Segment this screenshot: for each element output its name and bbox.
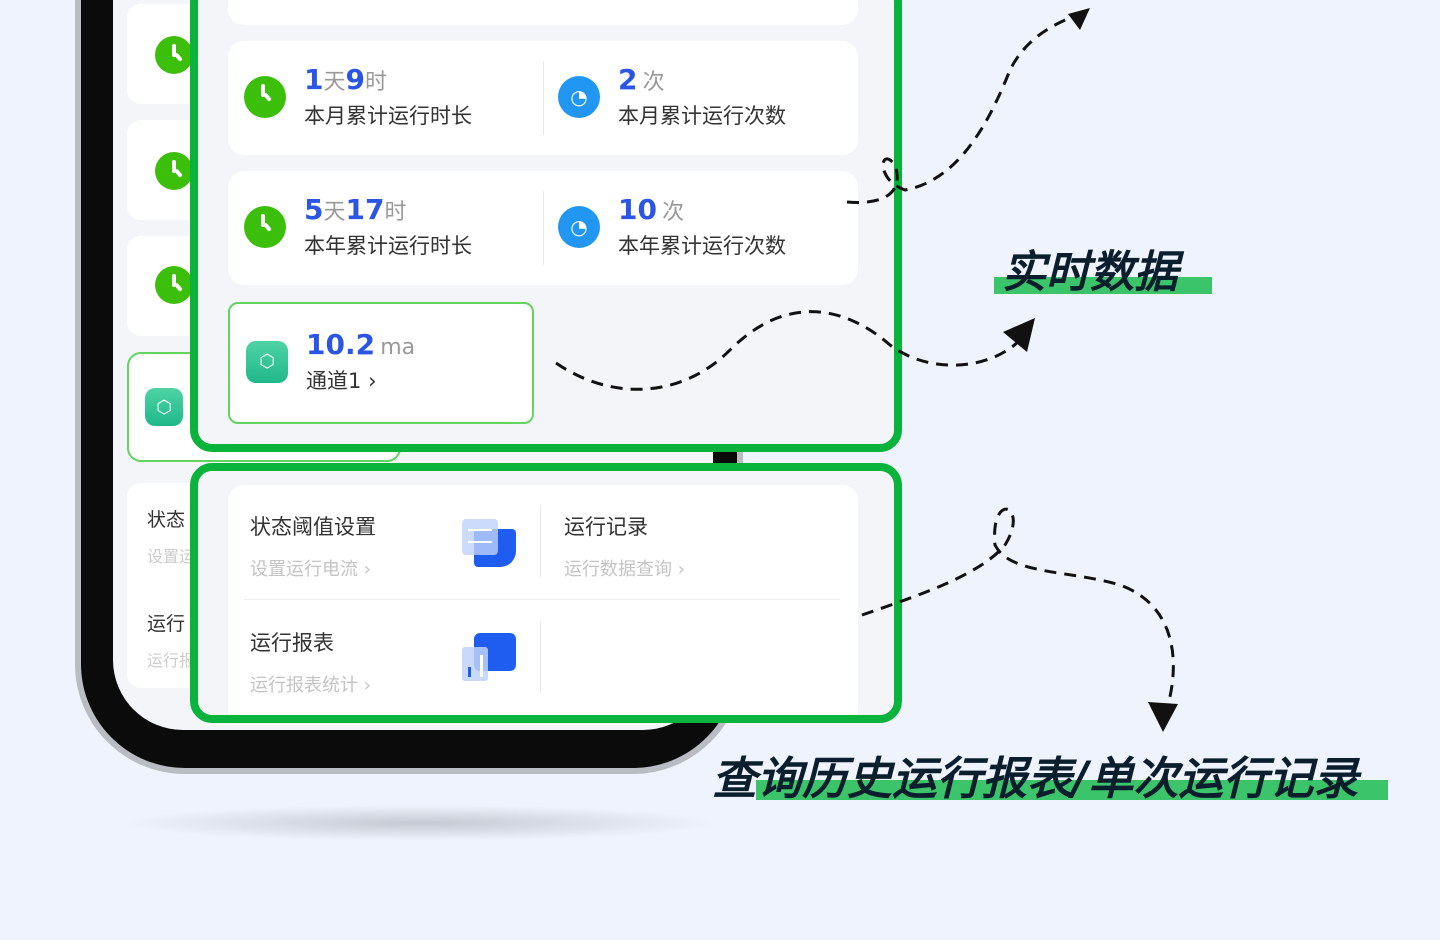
channel-icon: ⬡ <box>145 388 183 426</box>
unit: 次 <box>662 200 685 225</box>
bg-menu-title: 运行 <box>147 613 186 635</box>
unit: 时 <box>384 200 407 225</box>
arrow-path-top <box>846 12 1081 205</box>
menu-subtitle: 运行数据查询 › <box>564 559 685 580</box>
arrowhead-icon <box>1148 702 1178 732</box>
stat-card-month[interactable]: 1天9时 本月累计运行时长 ◔ 2 次 本月累计运行次数 <box>228 41 858 155</box>
bar-chart-icon <box>462 633 516 681</box>
year-hours: 17 <box>345 193 385 226</box>
month-hours: 9 <box>345 63 365 96</box>
menu-card: 状态阈值设置 设置运行电流 › 运行记录 运行数据查询 › 运行报表 运行报表统… <box>228 485 858 715</box>
clock-icon <box>244 75 286 118</box>
sliders-icon <box>462 519 516 567</box>
stat-label: 本年累计运行次数 <box>618 234 786 258</box>
arrow-path-middle <box>555 310 1022 391</box>
stat-label: 本月累计运行时长 <box>304 104 472 128</box>
menu-item-records[interactable]: 运行记录 运行数据查询 › <box>564 511 685 581</box>
gauge-icon: ◔ <box>558 205 600 248</box>
channel-icon: ⬡ <box>246 340 288 383</box>
caption-highlight <box>756 780 1388 800</box>
divider <box>540 621 541 693</box>
realtime-panel: 1天9时 本月累计运行时长 ◔ 2 次 本月累计运行次数 5天17时 本年累计运… <box>190 0 902 452</box>
clock-icon <box>155 36 193 74</box>
menu-item-reports[interactable]: 运行报表 运行报表统计 › <box>250 627 371 697</box>
chevron-right-icon: › <box>368 369 377 393</box>
gauge-icon: ◔ <box>558 75 600 118</box>
month-count: 2 <box>618 63 638 96</box>
stat-card-top <box>228 0 858 25</box>
channel-unit: ma <box>380 335 416 360</box>
floor-shadow <box>120 805 720 841</box>
year-count: 10 <box>618 193 657 226</box>
channel-value: 10.2 <box>306 328 376 361</box>
stat-label: 本月累计运行次数 <box>618 104 786 128</box>
divider <box>543 191 544 265</box>
unit: 天 <box>323 200 346 225</box>
arrow-path-bottom <box>861 507 1175 706</box>
menu-title: 状态阈值设置 <box>250 515 376 539</box>
stat-card-year[interactable]: 5天17时 本年累计运行时长 ◔ 10 次 本年累计运行次数 <box>228 171 858 285</box>
stat-label: 本年累计运行时长 <box>304 234 472 258</box>
caption-history: 查询历史运行报表/单次运行记录 <box>712 752 1359 805</box>
divider <box>540 505 541 577</box>
bg-menu-title: 状态 <box>147 509 186 531</box>
menu-title: 运行记录 <box>564 515 648 539</box>
channel-card[interactable]: ⬡ 10.2 ma 通道1 › <box>228 302 534 424</box>
clock-icon <box>155 266 193 304</box>
menu-title: 运行报表 <box>250 631 334 655</box>
caption-highlight <box>994 277 1212 294</box>
channel-label: 通道1 <box>306 369 362 393</box>
menu-subtitle: 运行报表统计 › <box>250 675 371 696</box>
arrowhead-icon <box>1003 318 1035 352</box>
divider <box>244 599 840 600</box>
divider <box>543 61 544 135</box>
menu-item-threshold[interactable]: 状态阈值设置 设置运行电流 › <box>250 511 376 581</box>
year-days: 5 <box>304 193 324 226</box>
caption-realtime: 实时数据 <box>1002 247 1178 298</box>
clock-icon <box>155 152 193 190</box>
month-days: 1 <box>304 63 324 96</box>
clock-icon <box>244 205 286 248</box>
bg-menu-subtitle: 设置运 <box>147 547 196 566</box>
unit: 天 <box>323 70 346 95</box>
unit: 次 <box>642 70 665 95</box>
arrowhead-icon <box>1068 8 1090 30</box>
menu-subtitle: 设置运行电流 › <box>250 559 371 580</box>
history-panel: 状态阈值设置 设置运行电流 › 运行记录 运行数据查询 › 运行报表 运行报表统… <box>190 463 902 723</box>
unit: 时 <box>364 70 387 95</box>
bg-menu-subtitle: 运行报 <box>147 651 196 670</box>
